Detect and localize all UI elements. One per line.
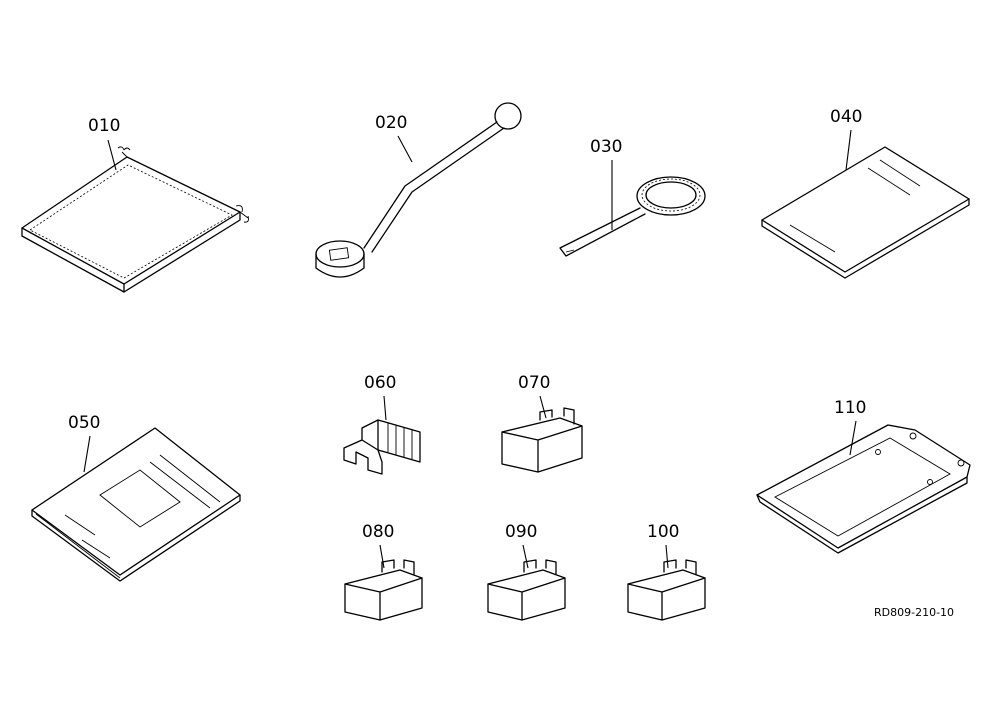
callout-090: 090 — [505, 522, 537, 542]
leader-070 — [539, 395, 547, 419]
callout-030: 030 — [590, 137, 622, 157]
part-050-booklet — [31, 427, 241, 582]
callout-080: 080 — [362, 522, 394, 542]
part-100-relay — [627, 559, 706, 621]
callout-100: 100 — [647, 522, 679, 542]
callout-040: 040 — [830, 107, 862, 127]
callout-110: 110 — [834, 398, 866, 418]
leader-080 — [379, 544, 385, 569]
part-090-relay — [487, 559, 566, 621]
part-020-wrench — [315, 102, 522, 278]
part-040-manual — [761, 146, 970, 279]
callout-060: 060 — [364, 373, 396, 393]
part-010-tool-bag — [21, 146, 249, 293]
leader-020 — [397, 135, 413, 163]
leader-100 — [665, 544, 669, 569]
leader-090 — [522, 544, 529, 569]
part-030-spanner — [559, 176, 706, 257]
part-070-relay — [501, 407, 583, 473]
part-080-relay — [344, 559, 423, 621]
callout-010: 010 — [88, 116, 120, 136]
part-110-plate — [756, 424, 971, 554]
leader-010 — [107, 139, 117, 171]
drawing-number: RD809-210-10 — [874, 606, 954, 619]
callout-020: 020 — [375, 113, 407, 133]
leader-060 — [383, 395, 387, 421]
part-060-fuse — [343, 419, 421, 475]
leader-050 — [83, 435, 91, 473]
callout-050: 050 — [68, 413, 100, 433]
leader-040 — [845, 129, 852, 171]
leader-110 — [849, 420, 857, 456]
callout-070: 070 — [518, 373, 550, 393]
